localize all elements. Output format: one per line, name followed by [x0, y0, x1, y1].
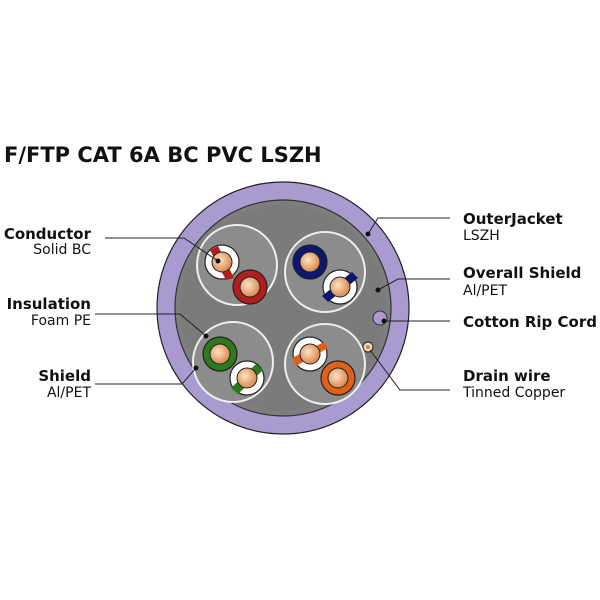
- label-overall-shield: Overall Shield: [463, 264, 581, 282]
- label-overall-shield-detail: Al/PET: [463, 283, 507, 299]
- leader-outer-jacket: [367, 217, 450, 235]
- label-shield: Shield: [38, 367, 91, 385]
- label-conductor: Conductor: [4, 225, 92, 243]
- leader-overall-shield: [377, 278, 450, 291]
- diagram-title: F/FTP CAT 6A BC PVC LSZH: [4, 143, 322, 167]
- pair-group-2: [284, 231, 366, 313]
- label-drain-wire: Drain wire: [463, 367, 551, 385]
- leader-drain-wire: [369, 349, 450, 391]
- label-outer-jacket-detail: LSZH: [463, 228, 500, 244]
- label-shield-detail: Al/PET: [47, 385, 91, 401]
- dot-insulation: [203, 333, 209, 339]
- dot-overall-shield: [375, 287, 381, 293]
- label-insulation-detail: Foam PE: [31, 313, 91, 329]
- leader-lines: [95, 217, 450, 391]
- dot-outer-jacket: [365, 231, 371, 237]
- pair-group-1: [196, 224, 278, 306]
- dot-shield: [193, 365, 199, 371]
- leader-shield: [95, 367, 197, 385]
- dot-conductor: [215, 258, 221, 264]
- label-rip-cord: Cotton Rip Cord: [463, 313, 597, 331]
- leader-conductor: [105, 237, 219, 262]
- dot-rip-cord: [381, 318, 387, 324]
- label-conductor-detail: Solid BC: [33, 242, 91, 258]
- label-drain-wire-detail: Tinned Copper: [462, 385, 565, 401]
- label-outer-jacket: OuterJacket: [463, 210, 563, 228]
- leader-insulation: [95, 313, 207, 337]
- pair-group-3: [192, 321, 274, 403]
- pair-group-4: [284, 323, 366, 405]
- label-insulation: Insulation: [7, 295, 91, 313]
